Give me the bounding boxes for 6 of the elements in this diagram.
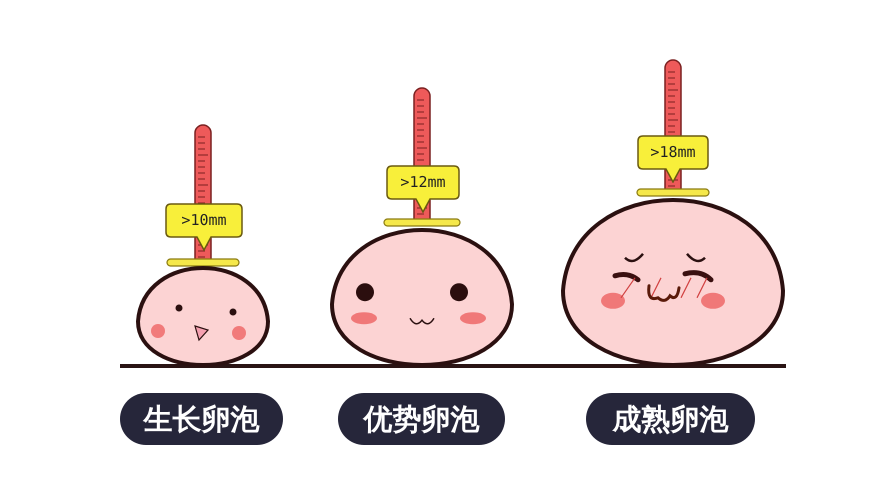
stage-tag: 生长卵泡 — [120, 393, 283, 445]
measurement-callout: >10mm — [165, 203, 243, 251]
measurement-callout: >12mm — [386, 165, 460, 213]
measurement-callout: >18mm — [637, 135, 709, 183]
stage-tag: 优势卵泡 — [338, 393, 505, 445]
stage-tag: 成熟卵泡 — [586, 393, 755, 445]
